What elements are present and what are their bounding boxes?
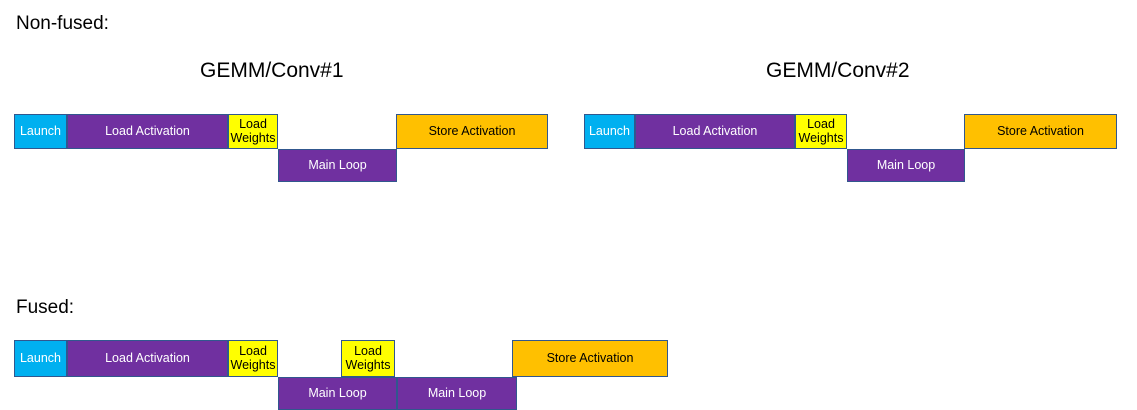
bar-fused-load-activation[interactable]: Load Activation (67, 340, 228, 377)
bar-nonfused-gemm2-load-activation[interactable]: Load Activation (635, 114, 795, 149)
section-label-fused: Fused: (16, 297, 75, 318)
bar-fused-load-weights-1[interactable]: Load Weights (228, 340, 278, 377)
section-label-non-fused: Non-fused: (16, 13, 109, 34)
bar-nonfused-gemm2-launch[interactable]: Launch (584, 114, 635, 149)
bar-fused-main-loop-1[interactable]: Main Loop (278, 377, 397, 410)
bar-fused-main-loop-2[interactable]: Main Loop (397, 377, 517, 410)
bar-nonfused-gemm1-store-activation[interactable]: Store Activation (396, 114, 548, 149)
bar-nonfused-gemm2-store-activation[interactable]: Store Activation (964, 114, 1117, 149)
group-title-gemm-conv-2: GEMM/Conv#2 (766, 59, 910, 82)
group-title-gemm-conv-1: GEMM/Conv#1 (200, 59, 344, 82)
bar-nonfused-gemm1-load-weights[interactable]: Load Weights (228, 114, 278, 149)
bar-nonfused-gemm1-launch[interactable]: Launch (14, 114, 67, 149)
bar-fused-load-weights-2[interactable]: Load Weights (341, 340, 395, 377)
bar-nonfused-gemm2-main-loop[interactable]: Main Loop (847, 149, 965, 182)
bar-nonfused-gemm1-load-activation[interactable]: Load Activation (67, 114, 228, 149)
bar-nonfused-gemm2-load-weights[interactable]: Load Weights (795, 114, 847, 149)
bar-fused-launch[interactable]: Launch (14, 340, 67, 377)
bar-fused-store-activation[interactable]: Store Activation (512, 340, 668, 377)
bar-nonfused-gemm1-main-loop[interactable]: Main Loop (278, 149, 397, 182)
